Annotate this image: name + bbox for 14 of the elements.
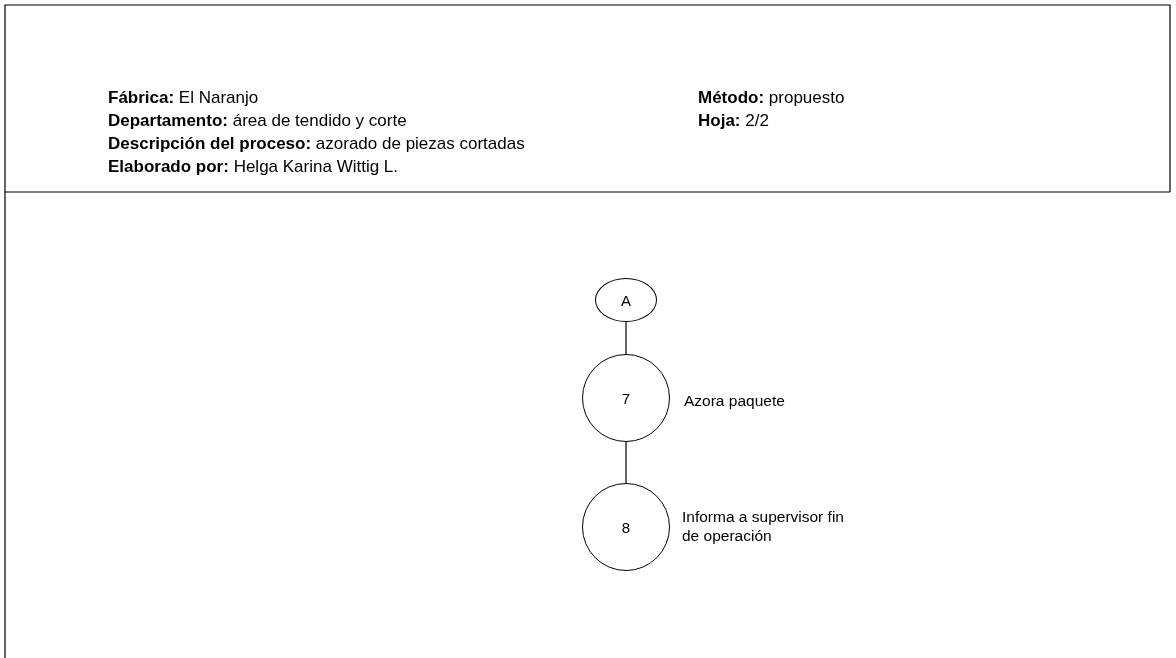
header-field: Elaborado por: Helga Karina Wittig L.	[108, 157, 399, 177]
connector-ellipse	[595, 278, 657, 322]
step-description: Azora paquete	[684, 391, 786, 410]
header-field: Método: propuesto	[698, 88, 845, 108]
header-field: Hoja: 2/2	[698, 111, 769, 131]
flow-line	[625, 441, 627, 484]
step-description: Informa a supervisor fin de operación	[682, 507, 845, 545]
header-field: Departamento: área de tendido y corte	[108, 111, 407, 131]
header-field: Descripción del proceso: azorado de piezas cortadas	[108, 134, 525, 154]
header-field: Fábrica: El Naranjo	[108, 88, 259, 108]
node-label: 8	[621, 518, 631, 536]
node-label: A	[621, 291, 631, 309]
node-label: 7	[621, 389, 631, 407]
flow-line	[625, 321, 627, 355]
